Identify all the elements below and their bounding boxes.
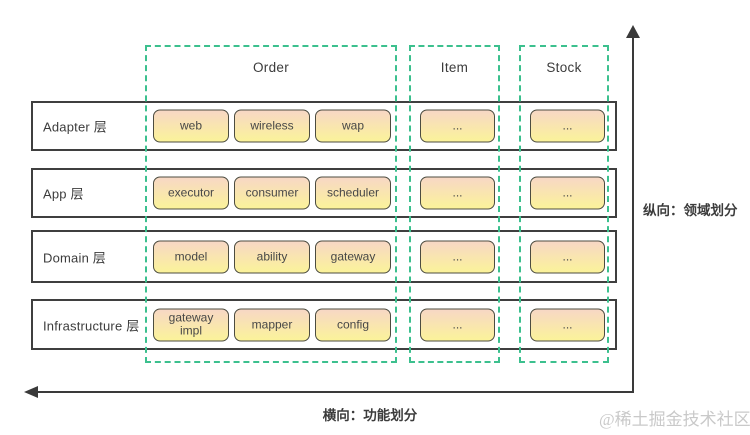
left-arrow-icon	[24, 386, 38, 398]
module-box-item: ...	[420, 176, 495, 210]
module-box: executor	[153, 176, 229, 210]
module-box: wap	[315, 109, 391, 143]
up-arrow-icon	[626, 25, 640, 38]
domain-column-label: Item	[440, 60, 469, 75]
layer-row-adapter: Adapter 层 web wireless wap ... ...	[31, 101, 617, 151]
layer-label: Infrastructure 层	[43, 318, 140, 333]
module-box-stock: ...	[530, 109, 605, 143]
module-box: wireless	[234, 109, 310, 143]
watermark: @稀土掘金技术社区	[599, 410, 750, 429]
module-box: scheduler	[315, 176, 391, 210]
module-box: gateway	[315, 240, 391, 273]
vertical-axis-line	[632, 31, 634, 393]
vertical-axis-label: 纵向：领域划分	[643, 203, 738, 218]
layer-label: Adapter 层	[43, 119, 107, 135]
module-box: gateway impl	[153, 308, 229, 341]
layer-row-infrastructure: Infrastructure 层 gateway impl mapper con…	[31, 299, 617, 350]
layer-row-domain: Domain 层 model ability gateway ... ...	[31, 230, 617, 283]
domain-column-label: Order	[252, 60, 289, 75]
module-box: web	[153, 109, 229, 143]
layer-row-app: App 层 executor consumer scheduler ... ..…	[31, 168, 617, 218]
module-box-stock: ...	[530, 176, 605, 210]
module-box-item: ...	[420, 240, 495, 273]
module-box-stock: ...	[530, 308, 605, 341]
domain-column-label: Stock	[546, 60, 582, 75]
module-box: config	[315, 308, 391, 341]
module-box-item: ...	[420, 109, 495, 143]
layer-label: App 层	[43, 186, 84, 202]
horizontal-axis-line	[30, 391, 633, 393]
module-box-stock: ...	[530, 240, 605, 273]
horizontal-axis-label: 横向：功能划分	[322, 408, 418, 423]
module-box: consumer	[234, 176, 310, 210]
module-box: mapper	[234, 308, 310, 341]
module-box-item: ...	[420, 308, 495, 341]
layer-label: Domain 层	[43, 250, 107, 265]
module-box: model	[153, 240, 229, 273]
module-box: ability	[234, 240, 310, 273]
